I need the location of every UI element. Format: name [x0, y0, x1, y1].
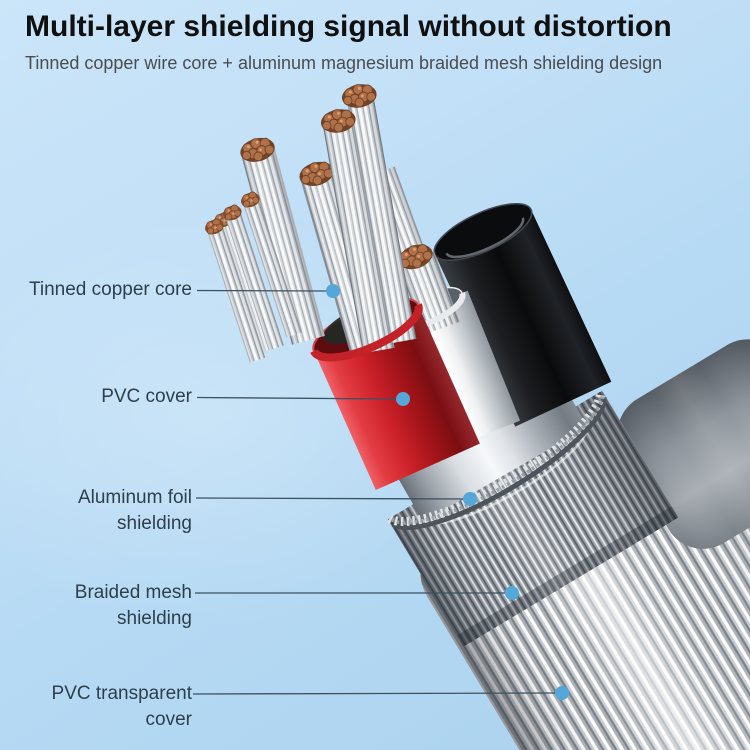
header: Multi-layer shielding signal without dis… [25, 10, 725, 74]
callout-label-pvc-transparent-cover: PVC transparent cover [51, 683, 192, 730]
callout-label-tinned-copper-core: Tinned copper core [28, 279, 192, 300]
red-sleeve-front-rim [310, 303, 423, 362]
wire-bundle-left [237, 133, 325, 345]
callout-label-aluminum-foil-shielding: Aluminum foil shielding [77, 487, 192, 534]
braided-mesh-shielding [387, 390, 679, 647]
callout-dots [326, 284, 569, 700]
callout-label-braided-mesh-shielding: Braided mesh shielding [74, 582, 192, 629]
callout-line [195, 497, 465, 500]
thin-wire [220, 202, 284, 351]
black-sleeve [433, 202, 612, 427]
thin-wire [202, 216, 266, 363]
callout-lines [192, 289, 557, 695]
callout-line [196, 289, 328, 292]
callout-dot [326, 284, 340, 298]
callout-dot [555, 686, 569, 700]
callout-dot [463, 492, 477, 506]
callout-dot [505, 586, 519, 600]
callout-line [192, 692, 557, 695]
cover-end-cap [617, 339, 750, 549]
page-title: Multi-layer shielding signal without dis… [25, 10, 672, 43]
wire-bundle-tall [318, 81, 417, 354]
serrated-braid-edge [387, 391, 607, 531]
callout-dot [396, 392, 410, 406]
thin-wire [238, 189, 302, 338]
page-subtitle: Tinned copper wire core + aluminum magne… [25, 53, 663, 73]
callout-line [196, 396, 398, 400]
callout-label-pvc-cover: PVC cover [101, 386, 192, 407]
